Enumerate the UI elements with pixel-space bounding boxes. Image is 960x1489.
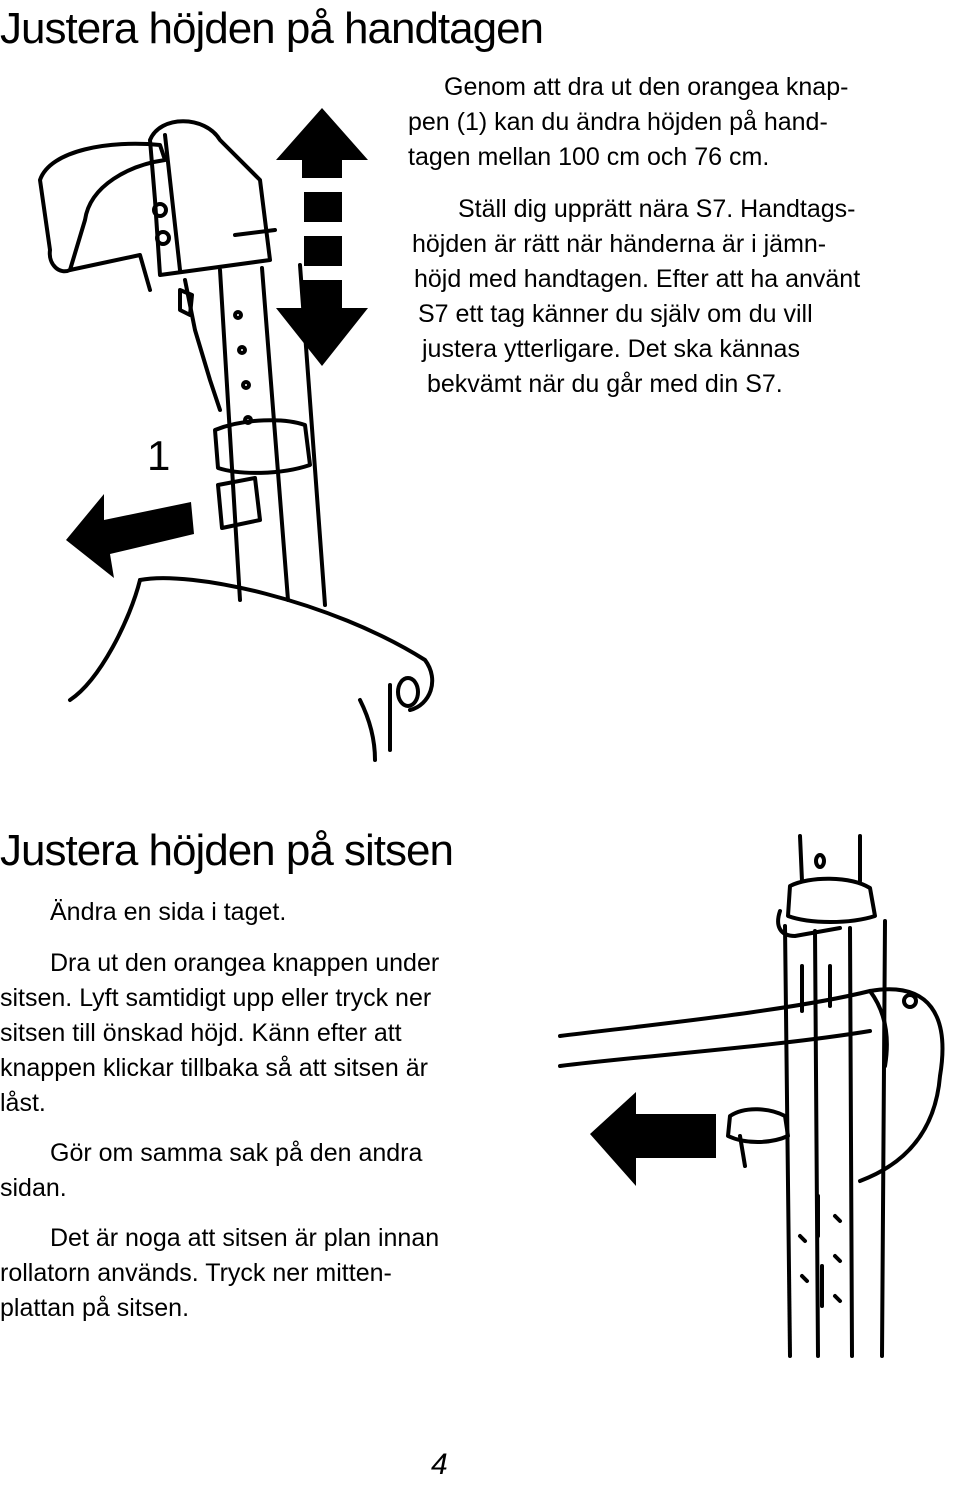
text-line: Ändra en sida i taget. (50, 898, 287, 926)
text-line: Gör om samma sak på den andra (50, 1139, 423, 1167)
text-line: bekvämt när du går med din S7. (427, 370, 783, 398)
text-line: Dra ut den orangea knappen under (50, 949, 440, 977)
handle-height-illustration (38, 119, 435, 762)
callout-number: 1 (147, 432, 171, 479)
text-line: rollatorn används. Tryck ner mitten- (0, 1259, 392, 1287)
up-down-arrow-icon (276, 108, 368, 366)
text-line: sitsen till önskad höjd. Känn efter att (0, 1019, 402, 1047)
seat-height-illustration (558, 834, 945, 1358)
left-arrow-icon (590, 1092, 716, 1186)
text-line: höjden är rätt när händerna är i jämn- (412, 230, 827, 258)
text-line: justera ytterligare. Det ska kännas (422, 335, 800, 363)
text-line: sitsen. Lyft samtidigt upp eller tryck n… (0, 984, 432, 1012)
text-line: knappen klickar tillbaka så att sitsen ä… (0, 1054, 428, 1082)
text-line: Genom att dra ut den orangea knap- (444, 73, 849, 101)
text-line: S7 ett tag känner du själv om du vill (418, 300, 813, 328)
text-line: höjd med handtagen. Efter att ha använt (414, 265, 861, 293)
section-title-handles: Justera höjden på handtagen (0, 4, 544, 53)
text-line: låst. (0, 1089, 46, 1117)
section-title-seat: Justera höjden på sitsen (0, 826, 454, 875)
text-line: pen (1) kan du ändra höjden på hand- (408, 108, 828, 136)
text-line: Det är noga att sitsen är plan innan (50, 1224, 440, 1252)
left-arrow-icon (66, 494, 194, 578)
text-line: tagen mellan 100 cm och 76 cm. (408, 143, 770, 171)
text-line: sidan. (0, 1174, 67, 1202)
text-line: plattan på sitsen. (0, 1294, 190, 1322)
page-number: 4 (431, 1448, 448, 1481)
text-line: Ställ dig upprätt nära S7. Handtags- (458, 195, 856, 223)
